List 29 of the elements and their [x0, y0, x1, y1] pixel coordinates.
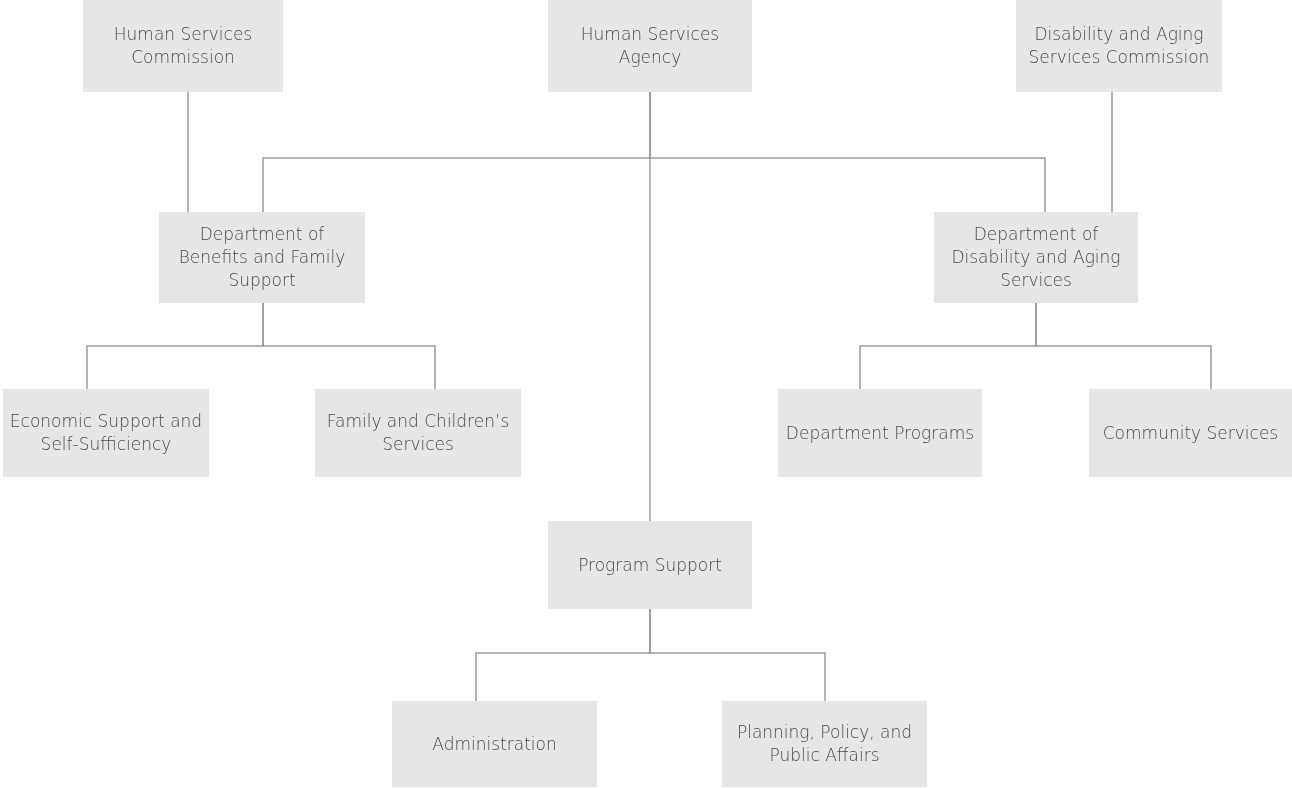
unit-name: Department Programs [785, 421, 975, 445]
org-unit-box [392, 701, 597, 787]
unit-name: Family and Children’s Services [325, 410, 511, 456]
unit-name: Disability and Aging Services Commission [1027, 23, 1211, 69]
org-unit-box [3, 389, 209, 477]
org-unit-box [778, 389, 982, 477]
connector-line [187, 91, 189, 213]
unit-name: Program Support [578, 553, 722, 577]
unit-name: Economic Support and Self-Sufficiency [9, 410, 203, 456]
connector-line [649, 608, 826, 702]
org-unit-box [315, 389, 521, 477]
unit-name: Planning, Policy, and Public Affairs [735, 721, 914, 767]
org-unit-box [159, 212, 365, 303]
org-unit-box [83, 0, 283, 92]
org-unit-box [548, 0, 752, 92]
org-unit-box [722, 701, 927, 787]
org-unit-box [934, 212, 1138, 303]
connector-line [262, 302, 436, 390]
org-unit-box [1089, 389, 1292, 477]
connector-line [1035, 302, 1212, 390]
unit-name: Department of Disability and Aging Services [950, 223, 1122, 292]
unit-name: Department of Benefits and Family Support [177, 223, 347, 292]
connector-line [1111, 91, 1113, 213]
unit-name: Community Services [1102, 421, 1279, 445]
org-unit-box [1016, 0, 1222, 92]
unit-name: Human Services Agency [579, 23, 721, 69]
unit-name: Human Services Commission [112, 23, 254, 69]
org-unit-box [548, 521, 752, 609]
unit-name: Administration [432, 732, 557, 756]
